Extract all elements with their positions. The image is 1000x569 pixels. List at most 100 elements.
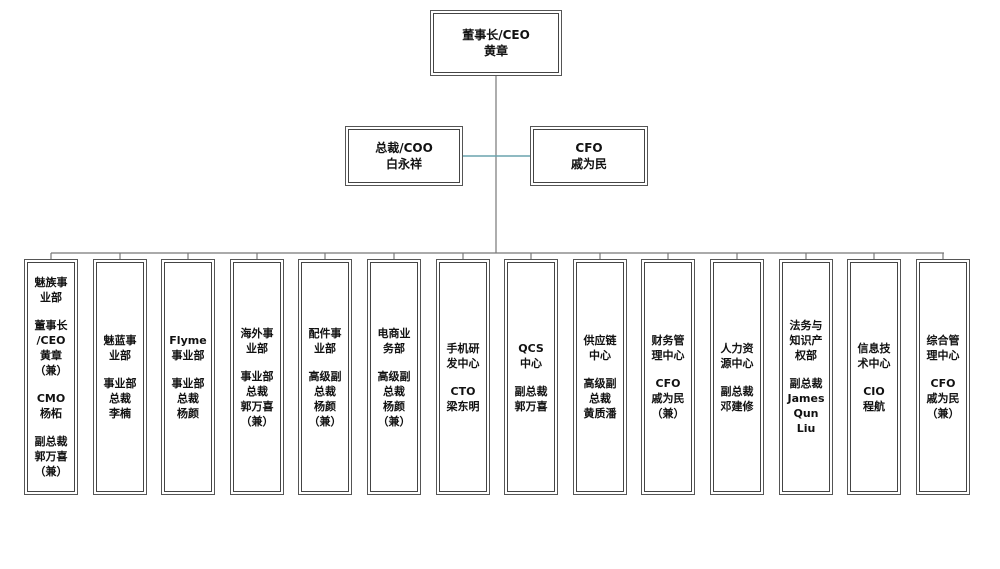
department-head-line: 高级副 — [377, 369, 411, 383]
department-head-line: 杨颜 — [314, 399, 336, 413]
department-head-line: 高级副 — [308, 369, 342, 383]
department-head-line: /CEO — [36, 334, 66, 347]
department-name-line: 发中心 — [446, 356, 480, 370]
department-name-line: 务部 — [383, 341, 405, 355]
department-head-line: 杨颜 — [383, 399, 405, 413]
department-head-line: 董事长 — [34, 319, 68, 332]
department-name-line: 综合管 — [926, 334, 960, 347]
department-head-line: 副总裁 — [34, 435, 68, 448]
department-head-line: 事业部 — [240, 369, 274, 383]
department-head-line: 郭万喜 — [34, 450, 68, 463]
department-head-line: 事业部 — [171, 377, 205, 390]
department-name-line: 信息技 — [857, 341, 891, 355]
department-head-line: 总裁 — [314, 384, 336, 398]
department-head-line: （兼） — [377, 414, 411, 428]
department-name-line: 业部 — [109, 349, 131, 362]
department-name-line: 电商业 — [377, 326, 411, 340]
connector-drops — [50, 253, 944, 259]
department-box: 供应链中心高级副总裁黄质潘 — [573, 259, 627, 495]
department-head-line: 副总裁 — [789, 377, 823, 390]
department-box: 魅蓝事业部事业部总裁李楠 — [93, 259, 147, 495]
department-head-line: Liu — [796, 422, 816, 435]
department-box: 人力资源中心副总裁邓建修 — [710, 259, 764, 495]
department-head-line: 戚为民 — [926, 392, 960, 405]
department-head-line: （兼） — [308, 414, 342, 428]
department-head-line: CIO — [863, 384, 885, 398]
department-name-line: Flyme — [169, 334, 207, 347]
department-head-line: （兼） — [34, 465, 68, 478]
department-head-line: 戚为民 — [651, 392, 685, 405]
ceo-title: 董事长/CEO — [462, 28, 530, 42]
cfo-box: CFO 戚为民 — [530, 126, 648, 186]
department-head-line: CMO — [36, 392, 66, 405]
coo-name: 白永祥 — [385, 157, 422, 171]
department-name-line: 业部 — [246, 341, 268, 355]
department-name-line: 配件事 — [308, 326, 342, 340]
department-name-line: 理中心 — [651, 349, 685, 362]
department-head-line: 总裁 — [177, 392, 199, 405]
department-head-line: 总裁 — [383, 384, 405, 398]
department-box: 财务管理中心 CFO 戚为民 （兼） — [641, 259, 695, 495]
department-name-line: 理中心 — [926, 349, 960, 362]
department-head-line: 郭万喜 — [514, 399, 548, 413]
department-head-line: 副总裁 — [720, 384, 754, 398]
department-name-line: 业部 — [40, 291, 62, 304]
department-box: 魅族事业部董事长/CEO 黄章 （兼） CMO 杨柘副总裁郭万喜 （兼） — [24, 259, 78, 495]
department-name-line: 权部 — [795, 349, 817, 362]
department-head-line: Qun — [793, 407, 819, 420]
department-name-line: 业部 — [314, 341, 336, 355]
department-head-line: 杨柘 — [40, 407, 62, 420]
department-head-line: CFO — [655, 377, 681, 390]
department-head-line: 事业部 — [103, 377, 137, 390]
department-head-line: 副总裁 — [514, 384, 548, 398]
ceo-name: 黄章 — [483, 44, 508, 58]
department-head-line: 总裁 — [589, 392, 611, 405]
coo-box: 总裁/COO 白永祥 — [345, 126, 463, 186]
department-name-line: 海外事 — [240, 326, 274, 340]
department-head-line: 总裁 — [246, 384, 268, 398]
ceo-box: 董事长/CEO 黄章 — [430, 10, 562, 76]
department-head-line: 程航 — [863, 399, 885, 413]
department-name-line: 事业部 — [171, 349, 205, 362]
department-head-line: James — [787, 392, 825, 405]
department-head-line: （兼） — [34, 364, 68, 377]
department-name-line: 法务与 — [789, 319, 823, 332]
department-name-line: 财务管 — [651, 334, 685, 347]
department-name-line: 源中心 — [720, 356, 754, 370]
department-head-line: 李楠 — [109, 407, 131, 420]
department-head-line: CFO — [930, 377, 956, 390]
department-name-line: QCS — [518, 341, 544, 355]
department-head-line: 梁东明 — [446, 399, 480, 413]
department-head-line: 黄章 — [40, 349, 62, 362]
department-head-line: 邓建修 — [720, 399, 754, 413]
department-head-line: （兼） — [651, 407, 685, 420]
department-name-line: 中心 — [520, 356, 542, 370]
department-box: 电商业务部高级副总裁杨颜（兼） — [367, 259, 421, 495]
department-name-line: 人力资 — [720, 341, 754, 355]
department-head-line: （兼） — [240, 414, 274, 428]
department-box: 海外事业部事业部总裁郭万喜（兼） — [230, 259, 284, 495]
department-name-line: 知识产 — [789, 334, 823, 347]
department-name-line: 供应链 — [583, 334, 617, 347]
department-head-line: 郭万喜 — [240, 399, 274, 413]
department-head-line: CTO — [450, 384, 476, 398]
department-name-line: 魅族事 — [34, 276, 68, 289]
department-box: 配件事业部高级副总裁杨颜（兼） — [298, 259, 352, 495]
cfo-name: 戚为民 — [570, 157, 607, 171]
cfo-title: CFO — [575, 141, 603, 155]
department-name-line: 手机研 — [446, 341, 480, 355]
department-head-line: 杨颜 — [177, 407, 199, 420]
coo-title: 总裁/COO — [375, 141, 433, 155]
department-name-line: 中心 — [589, 349, 611, 362]
department-box: 综合管理中心 CFO 戚为民 （兼） — [916, 259, 970, 495]
department-head-line: （兼） — [926, 407, 960, 420]
department-head-line: 黄质潘 — [583, 407, 617, 420]
department-name-line: 术中心 — [857, 356, 891, 370]
department-name-line: 魅蓝事 — [103, 334, 137, 347]
